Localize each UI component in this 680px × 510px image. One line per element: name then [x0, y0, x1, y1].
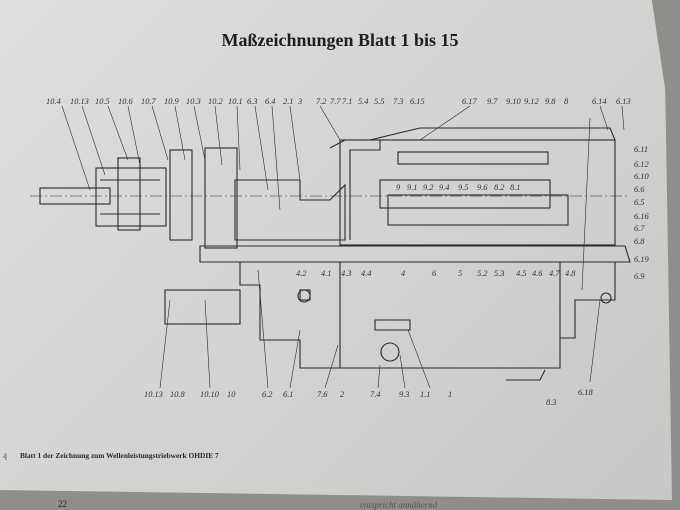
part-callout: 9.12: [524, 97, 539, 106]
part-callout: 8.2: [494, 183, 504, 192]
part-callout: 6.4: [265, 97, 275, 106]
part-callout: 6.2: [262, 390, 272, 399]
part-callout: 6.1: [283, 390, 293, 399]
part-callout: 6.17: [462, 97, 477, 106]
part-callout: 10.4: [46, 97, 61, 106]
part-callout: 9.8: [545, 97, 556, 106]
part-callout: 6.8: [634, 237, 645, 246]
drawing-caption: Blatt 1 der Zeichnung zum Wellenleistung…: [20, 451, 219, 460]
part-callout: 10.3: [186, 97, 201, 106]
part-callout: 6.3: [247, 97, 257, 106]
part-callout: 9.7: [487, 97, 498, 106]
part-callout: 10.13: [144, 390, 163, 399]
part-callout: 7.7: [330, 97, 341, 106]
part-callout: 4.1: [321, 269, 331, 278]
caption-mark: ą: [3, 450, 7, 460]
part-callout: 8.3: [546, 398, 556, 407]
part-callout: 1.1: [420, 390, 430, 399]
part-callout: 5.4: [358, 97, 368, 106]
part-callout: 9.4: [439, 183, 449, 192]
part-callout: 9: [396, 183, 401, 192]
page-number: 22: [58, 499, 67, 509]
part-callout: 7.6: [317, 390, 328, 399]
part-callout: 6.15: [410, 97, 425, 106]
part-callout: 6.12: [634, 160, 649, 169]
part-callout: 6.6: [634, 185, 645, 194]
part-callout: 8.1: [510, 183, 520, 192]
part-callout: 10.1: [228, 97, 243, 106]
part-callout: 4: [401, 269, 405, 278]
part-callout: 2: [340, 390, 344, 399]
part-callout: 6.11: [634, 145, 648, 154]
part-callout: 10: [227, 390, 236, 399]
part-callout: 6.16: [634, 212, 649, 221]
part-callout: 6.18: [578, 388, 593, 397]
part-callout: 10.10: [200, 390, 220, 399]
page-title: Maßzeichnungen Blatt 1 bis 15: [221, 30, 459, 50]
part-callout: 10.2: [208, 97, 223, 106]
part-callout: 4.8: [565, 269, 576, 278]
part-callout: 7.3: [393, 97, 403, 106]
part-callout: 5: [458, 269, 462, 278]
part-callout: 4.4: [361, 269, 371, 278]
part-callout: 7.2: [316, 97, 326, 106]
part-callout: 1: [448, 390, 452, 399]
part-callout: 3: [297, 97, 302, 106]
part-callout: 8: [564, 97, 569, 106]
part-callout: 10.5: [95, 97, 110, 106]
part-callout: 2.1: [283, 97, 293, 106]
part-callout: 9.5: [458, 183, 468, 192]
part-callout: 10.9: [164, 97, 179, 106]
part-callout: 9.1: [407, 183, 417, 192]
part-callout: 4.5: [516, 269, 526, 278]
bleed-through-text: entspricht annähernd: [360, 500, 438, 510]
part-callout: 6.7: [634, 224, 645, 233]
part-callout: 6.9: [634, 272, 645, 281]
part-callout: 6: [432, 269, 437, 278]
part-callout: 9.10: [506, 97, 521, 106]
part-callout: 5.2: [477, 269, 487, 278]
paper-sheet: [0, 0, 672, 500]
part-callout: 6.5: [634, 198, 644, 207]
part-callout: 9.2: [423, 183, 433, 192]
part-callout: 6.10: [634, 172, 649, 181]
part-callout: 6.14: [592, 97, 607, 106]
part-callout: 10.7: [141, 97, 156, 106]
part-callout: 5.5: [374, 97, 384, 106]
part-callout: 4.6: [532, 269, 543, 278]
part-callout: 9.3: [399, 390, 409, 399]
part-callout: 5.3: [494, 269, 504, 278]
part-callout: 9.6: [477, 183, 488, 192]
part-callout: 10.13: [70, 97, 89, 106]
part-callout: 10.6: [118, 97, 133, 106]
part-callout: 4.3: [341, 269, 351, 278]
part-callout: 4.7: [549, 269, 560, 278]
part-callout: 7.4: [370, 390, 380, 399]
part-callout: 6.19: [634, 255, 649, 264]
part-callout: 4.2: [296, 269, 306, 278]
part-callout: 10.8: [170, 390, 185, 399]
part-callout: 6.13: [616, 97, 631, 106]
part-callout: 7.1: [342, 97, 352, 106]
